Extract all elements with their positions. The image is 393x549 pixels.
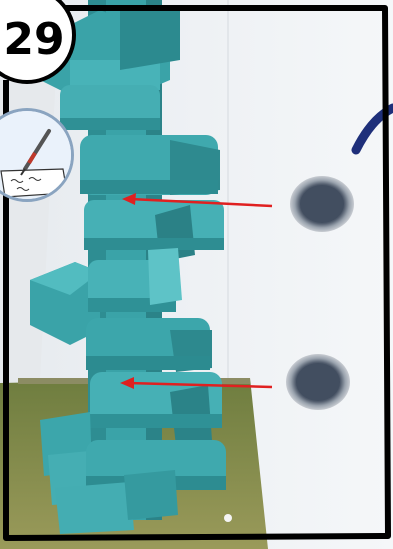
- flower: [224, 514, 232, 522]
- step-number: 29: [3, 14, 64, 65]
- wall-hole-icon: [286, 354, 350, 410]
- wall-hole-icon: [290, 176, 354, 232]
